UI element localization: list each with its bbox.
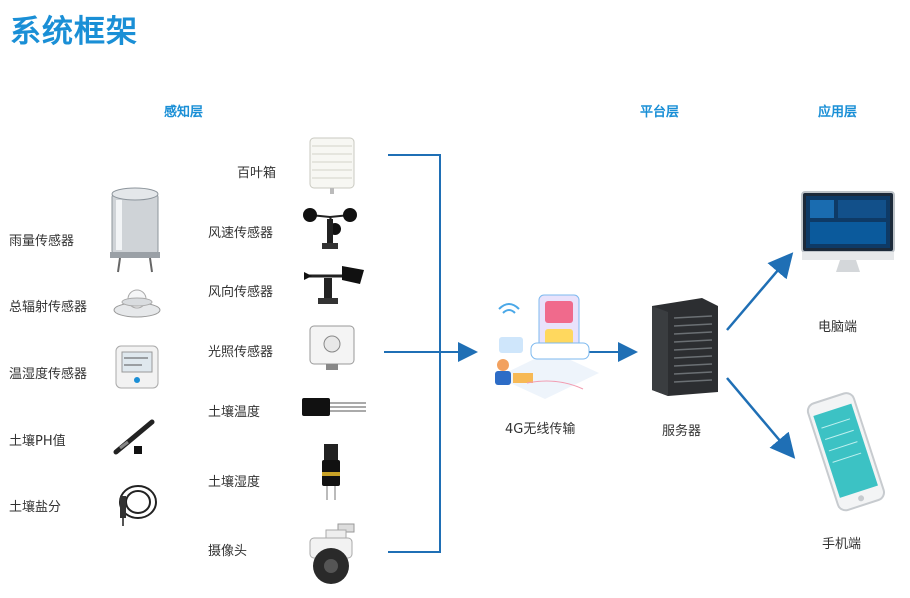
label-camera: 摄像头 — [208, 544, 248, 559]
page-title: 系统框架 — [10, 14, 138, 50]
layer-application: 应用层 — [818, 105, 858, 120]
label-server: 服务器 — [662, 424, 702, 439]
desktop-monitor-icon — [800, 190, 896, 280]
arrow-to-pc — [726, 252, 794, 331]
layer-perception: 感知层 — [164, 105, 204, 120]
label-pc-client: 电脑端 — [818, 320, 858, 335]
label-mobile-client: 手机端 — [822, 537, 862, 552]
soil-temperature-probe-icon — [298, 394, 370, 426]
label-radiation-sensor: 总辐射传感器 — [9, 300, 88, 315]
dome-camera-icon — [302, 522, 360, 590]
label-louver-box: 百叶箱 — [237, 166, 277, 181]
label-soil-moisture: 土壤湿度 — [208, 475, 261, 490]
label-soil-salinity: 土壤盐分 — [9, 500, 62, 515]
label-soil-temperature: 土壤温度 — [208, 405, 261, 420]
temp-humidity-recorder-icon — [114, 344, 160, 394]
layer-platform: 平台层 — [640, 105, 680, 120]
wind-vane-icon — [300, 262, 366, 316]
rain-gauge-icon — [106, 186, 164, 278]
label-soil-ph: 土壤PH值 — [9, 434, 66, 449]
anemometer-icon — [300, 205, 360, 257]
label-wind-direction-sensor: 风向传感器 — [208, 285, 274, 300]
smartphone-icon — [800, 392, 890, 518]
salinity-probe-icon — [112, 478, 160, 532]
server-tower-icon — [644, 296, 720, 402]
light-sensor-icon — [306, 322, 358, 376]
pyranometer-icon — [112, 286, 162, 324]
soil-moisture-probe-icon — [314, 442, 350, 506]
label-temp-humidity-sensor: 温湿度传感器 — [9, 367, 88, 382]
label-rain-sensor: 雨量传感器 — [9, 234, 75, 249]
label-wind-speed-sensor: 风速传感器 — [208, 226, 274, 241]
label-4g-transmission: 4G无线传输 — [505, 422, 576, 437]
wireless-transmission-icon — [487, 285, 605, 407]
louver-box-icon — [306, 136, 358, 198]
arrow-to-phone — [726, 377, 796, 459]
bracket-line — [388, 154, 441, 553]
label-light-sensor: 光照传感器 — [208, 345, 274, 360]
ph-probe-icon — [112, 418, 160, 460]
